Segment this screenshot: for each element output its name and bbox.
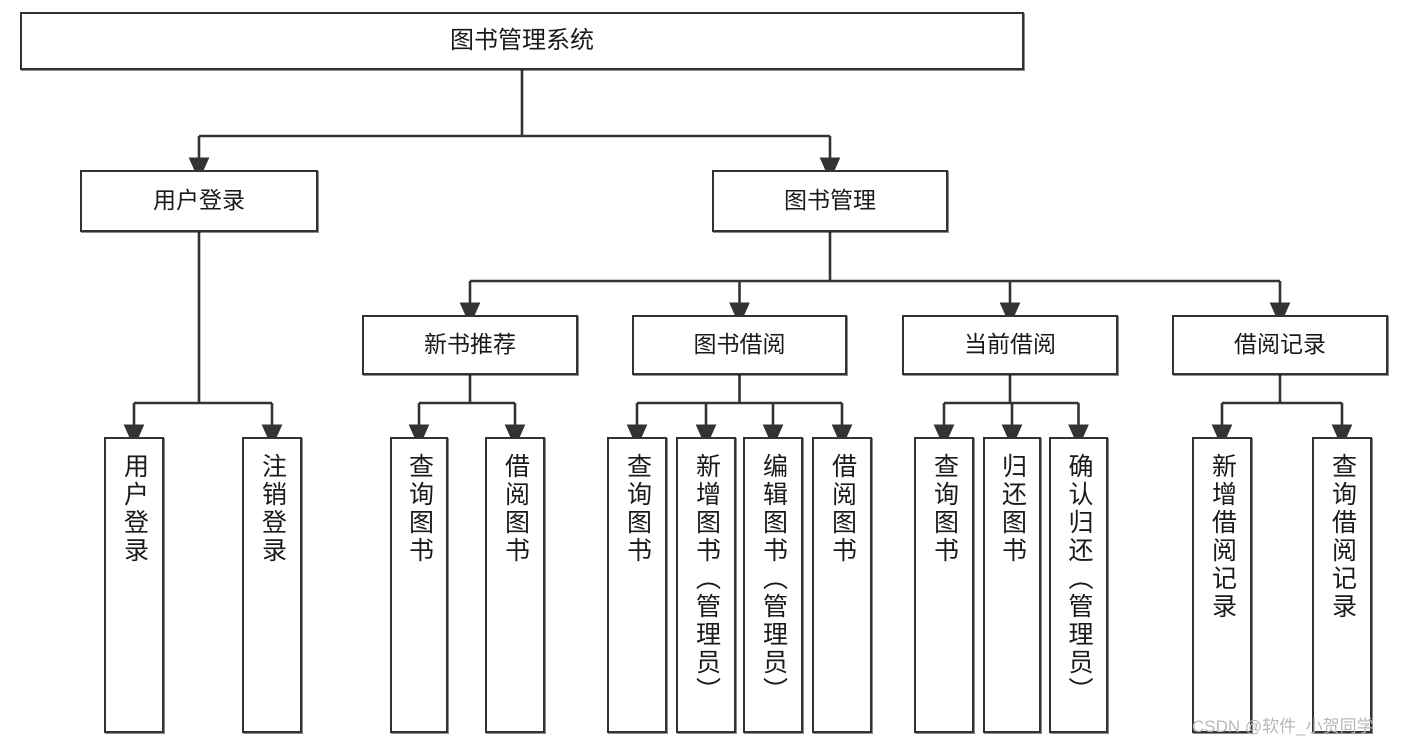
node-leaf-cur-2: 归还图书 bbox=[983, 437, 1041, 733]
node-leaf-cur-1: 查询图书 bbox=[914, 437, 974, 733]
node-leaf-new-1: 查询图书 bbox=[390, 437, 448, 733]
node-label: 图书管理 bbox=[784, 187, 876, 214]
node-label: 用户登录 bbox=[153, 187, 245, 214]
node-borrow: 图书借阅 bbox=[632, 315, 847, 375]
node-label: 查询图书 bbox=[623, 453, 652, 565]
node-label: 归还图书 bbox=[998, 453, 1027, 565]
node-label: 查询借阅记录 bbox=[1328, 453, 1357, 621]
node-label: 借阅记录 bbox=[1234, 331, 1326, 358]
node-root: 图书管理系统 bbox=[20, 12, 1024, 70]
node-label: 查询图书 bbox=[930, 453, 959, 565]
node-label: 借阅图书 bbox=[828, 453, 857, 565]
node-label: 借阅图书 bbox=[501, 453, 530, 565]
node-label: 新书推荐 bbox=[424, 331, 516, 358]
node-login: 用户登录 bbox=[80, 170, 318, 232]
node-leaf-login-1: 用户登录 bbox=[104, 437, 164, 733]
node-label: 编辑图书（管理员） bbox=[759, 453, 788, 705]
node-leaf-bor-4: 借阅图书 bbox=[812, 437, 872, 733]
node-label: 当前借阅 bbox=[964, 331, 1056, 358]
node-label: 图书借阅 bbox=[693, 331, 786, 358]
node-label: 查询图书 bbox=[405, 453, 434, 565]
watermark: CSDN @软件_小贺同学 bbox=[1192, 717, 1374, 736]
node-leaf-cur-3: 确认归还（管理员） bbox=[1049, 437, 1108, 733]
node-leaf-bor-2: 新增图书（管理员） bbox=[676, 437, 736, 733]
node-label: 确认归还（管理员） bbox=[1065, 453, 1093, 705]
node-leaf-bor-3: 编辑图书（管理员） bbox=[743, 437, 803, 733]
node-bookmgmt: 图书管理 bbox=[712, 170, 948, 232]
node-leaf-login-2: 注销登录 bbox=[242, 437, 302, 733]
node-leaf-bor-1: 查询图书 bbox=[607, 437, 667, 733]
node-label: 新增图书（管理员） bbox=[692, 453, 721, 705]
node-leaf-rec-2: 查询借阅记录 bbox=[1312, 437, 1372, 733]
node-label: 图书管理系统 bbox=[450, 26, 594, 54]
node-label: 新增借阅记录 bbox=[1208, 453, 1237, 621]
node-leaf-rec-1: 新增借阅记录 bbox=[1192, 437, 1252, 733]
node-label: 注销登录 bbox=[258, 453, 287, 565]
node-leaf-new-2: 借阅图书 bbox=[485, 437, 545, 733]
node-newbook: 新书推荐 bbox=[362, 315, 578, 375]
node-records: 借阅记录 bbox=[1172, 315, 1388, 375]
node-current: 当前借阅 bbox=[902, 315, 1118, 375]
node-label: 用户登录 bbox=[120, 453, 149, 565]
